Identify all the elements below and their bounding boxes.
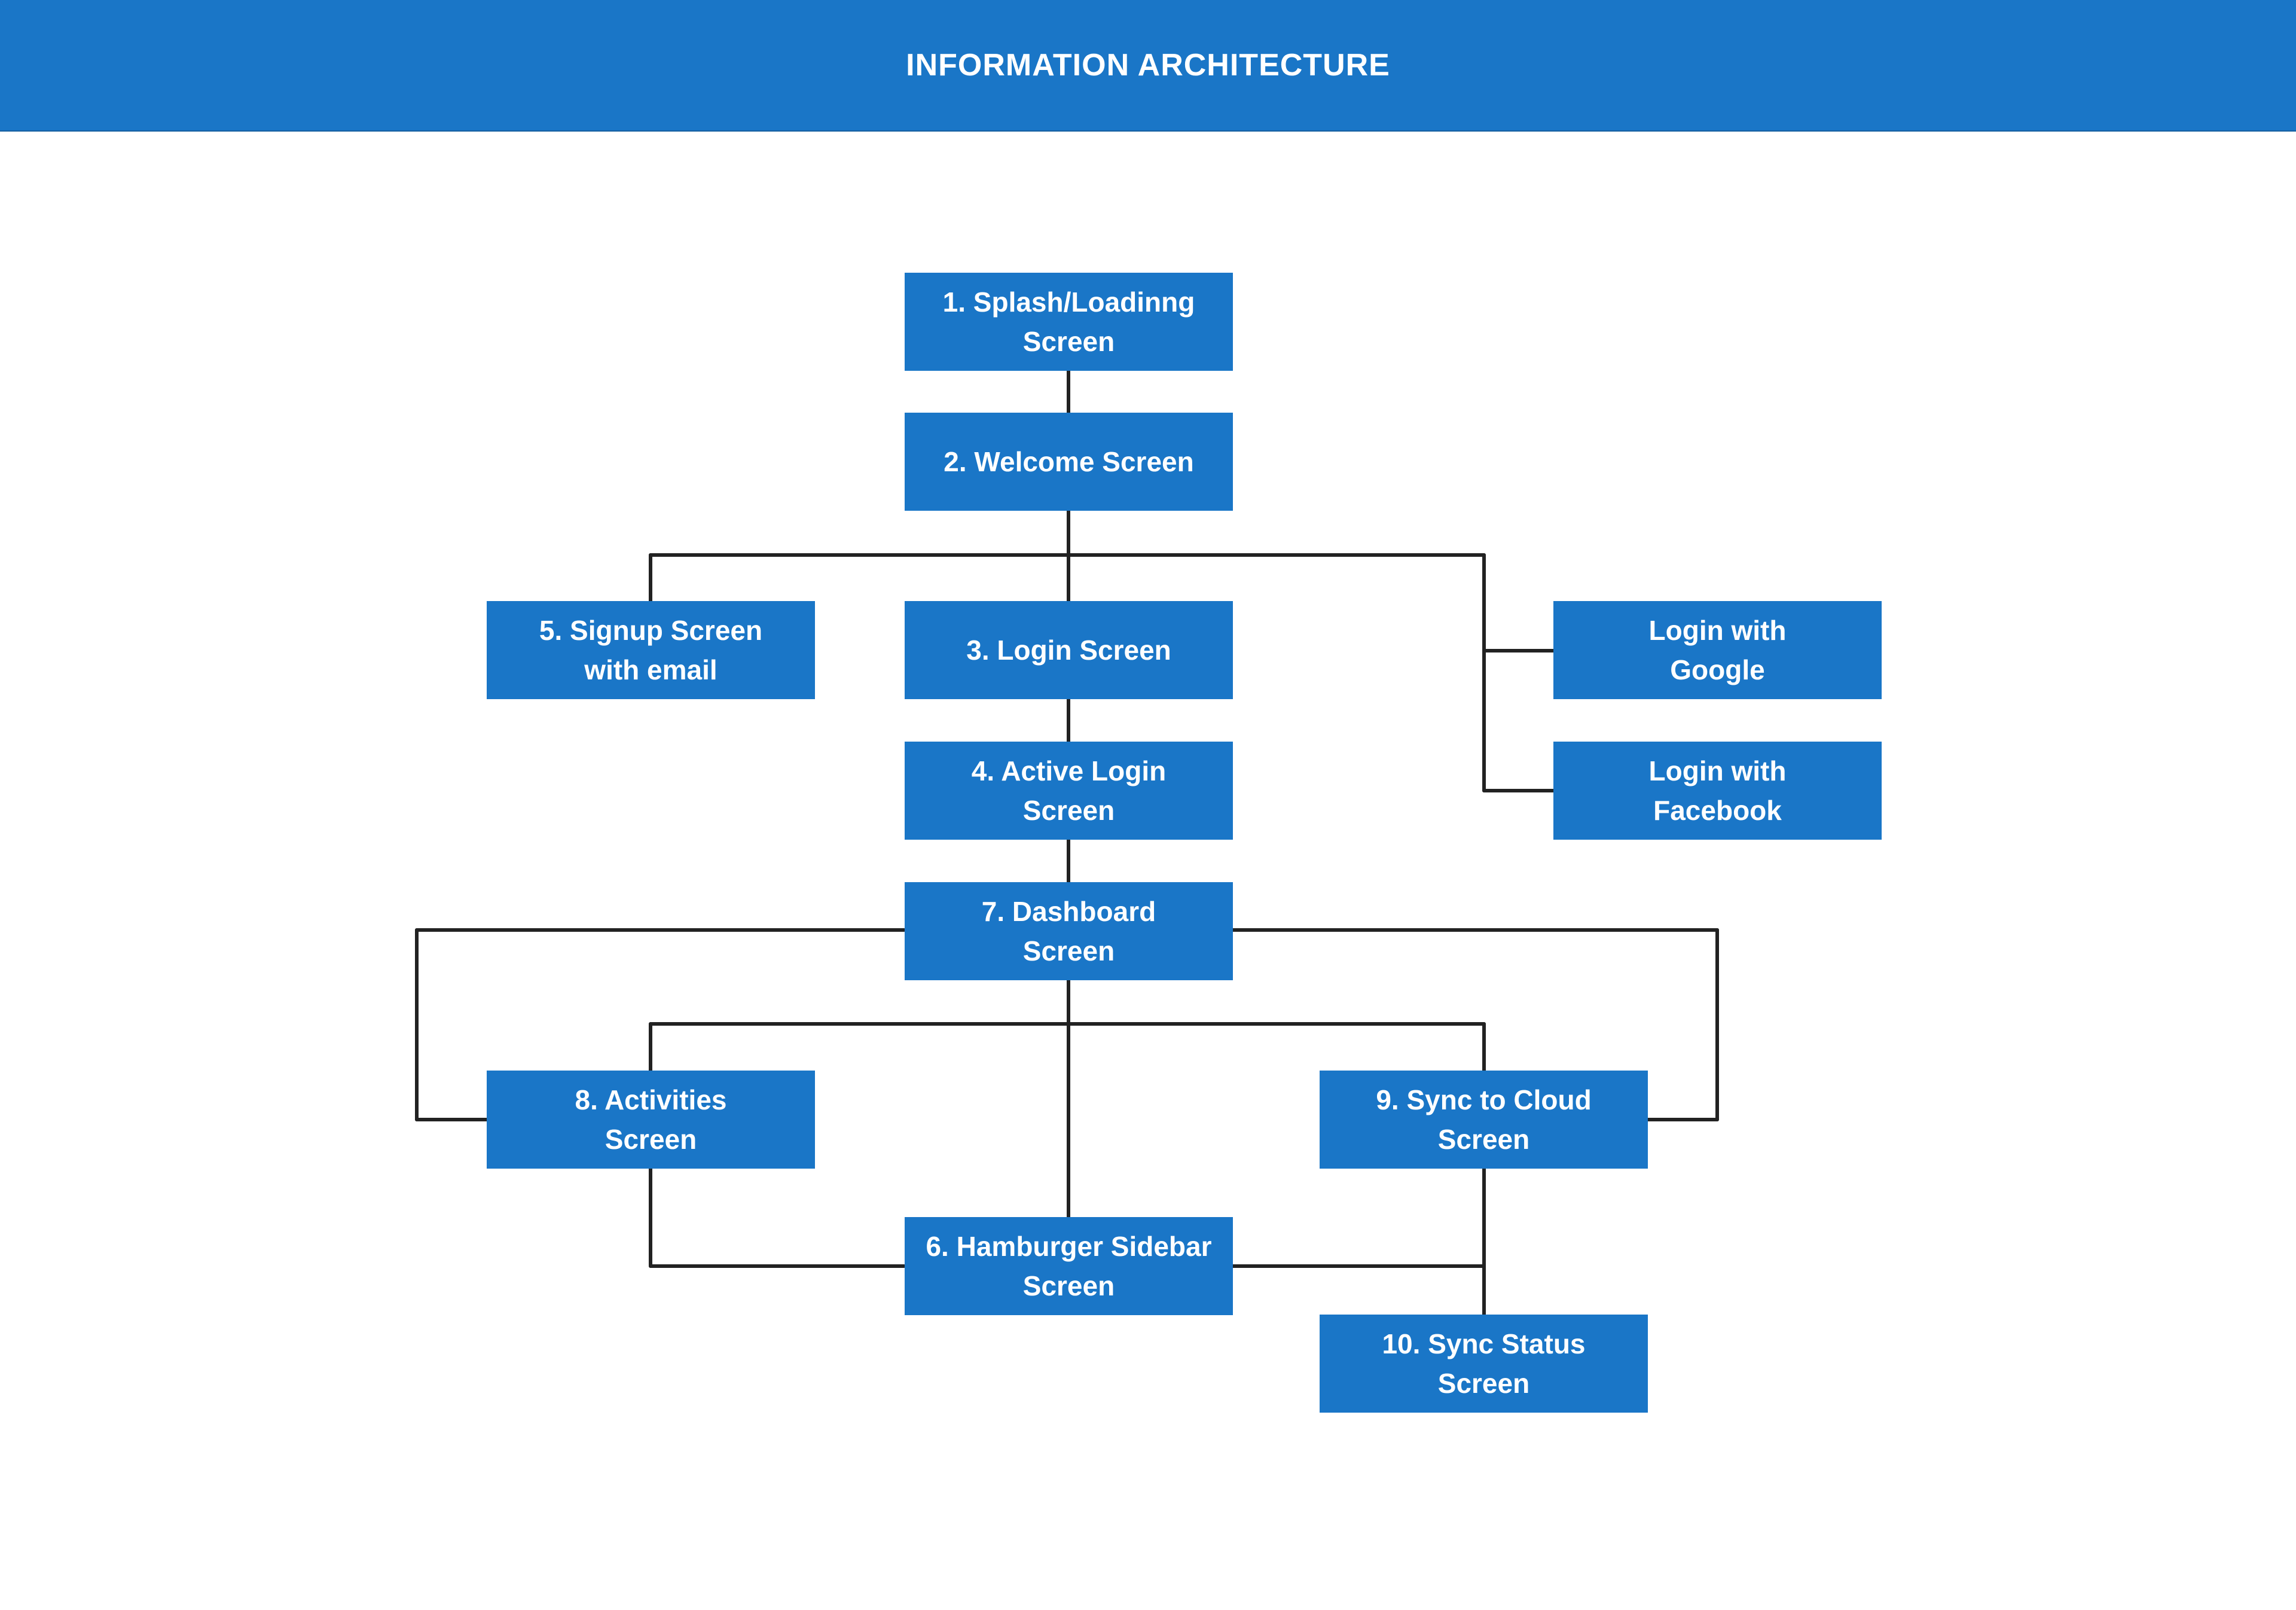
node-login-screen: 3. Login Screen	[905, 601, 1233, 699]
node-activities-screen: 8. Activities Screen	[487, 1071, 815, 1169]
node-login-facebook: Login with Facebook	[1553, 742, 1882, 840]
node-login-google: Login with Google	[1553, 601, 1882, 699]
node-hamburger-sidebar-screen: 6. Hamburger Sidebar Screen	[905, 1217, 1233, 1315]
node-active-login-screen: 4. Active Login Screen	[905, 742, 1233, 840]
node-sync-cloud-screen: 9. Sync to Cloud Screen	[1320, 1071, 1648, 1169]
header-bar: INFORMATION ARCHITECTURE	[0, 0, 2296, 132]
page-title: INFORMATION ARCHITECTURE	[906, 48, 1390, 83]
node-dashboard-screen: 7. Dashboard Screen	[905, 882, 1233, 980]
node-signup-screen: 5. Signup Screen with email	[487, 601, 815, 699]
node-welcome-screen: 2. Welcome Screen	[905, 413, 1233, 511]
node-sync-status-screen: 10. Sync Status Screen	[1320, 1315, 1648, 1413]
node-splash-screen: 1. Splash/Loadinng Screen	[905, 273, 1233, 371]
